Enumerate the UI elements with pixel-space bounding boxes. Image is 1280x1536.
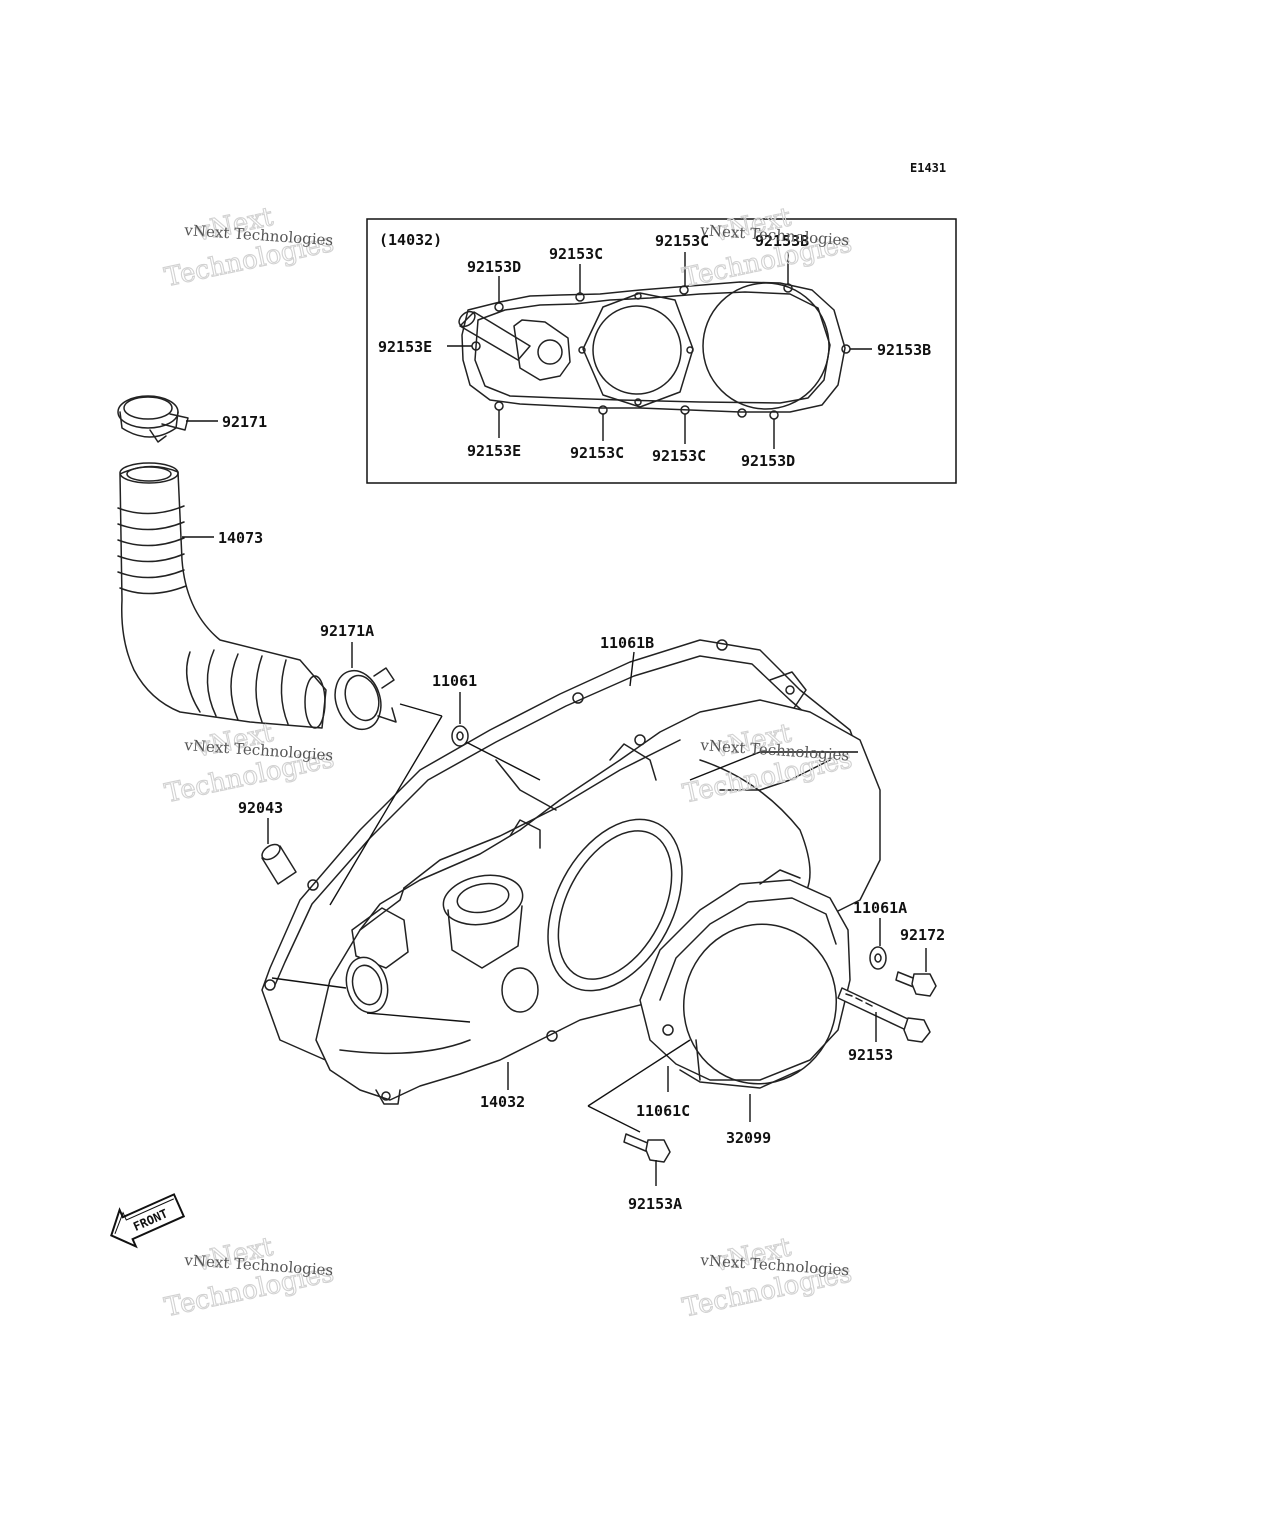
label-11061: 11061 (432, 672, 477, 690)
clamp-92171-drawing (117, 395, 189, 443)
label-11061c: 11061C (636, 1102, 690, 1120)
label-92043: 92043 (238, 799, 283, 817)
label-32099: 32099 (726, 1129, 771, 1147)
inset-label-92153b-top: 92153B (755, 232, 809, 250)
inset-label-92153c-bottom2: 92153C (652, 447, 706, 465)
label-92153: 92153 (848, 1046, 893, 1064)
inset-label-92153e-bottom: 92153E (467, 442, 521, 460)
collar-92043-drawing (261, 843, 297, 885)
bolt-92153a-drawing (623, 1133, 671, 1163)
inset-label-92153c-top1: 92153C (549, 245, 603, 263)
front-arrow-icon: FRONT (110, 1193, 186, 1249)
label-92171: 92171 (222, 413, 267, 431)
inset-label-92153e-left: 92153E (378, 338, 432, 356)
diagram-code: E1431 (910, 161, 946, 175)
washer-11061-drawing (451, 725, 469, 747)
cover-14032-drawing (261, 639, 881, 1105)
bolt-92153-drawing (837, 987, 931, 1043)
hose-14073-drawing (117, 462, 327, 729)
inset-label-92153c-top2: 92153C (655, 232, 709, 250)
inset-cover-drawing (458, 281, 851, 420)
label-92171a: 92171A (320, 622, 374, 640)
inset-label-92153d-bottom: 92153D (741, 452, 795, 470)
inset-label-92153b-right: 92153B (877, 341, 931, 359)
label-14073: 14073 (218, 529, 263, 547)
inset-label-92153d-top: 92153D (467, 258, 521, 276)
bolt-92172-drawing (895, 971, 937, 997)
label-11061a: 11061A (853, 899, 907, 917)
label-11061b: 11061B (600, 634, 654, 652)
cap-32099-drawing (639, 869, 851, 1089)
inset-box: (14032) (366, 218, 957, 484)
inset-title: (14032) (379, 231, 442, 249)
washer-11061a-drawing (869, 946, 887, 970)
label-92153a: 92153A (628, 1195, 682, 1213)
label-92172: 92172 (900, 926, 945, 944)
label-14032: 14032 (480, 1093, 525, 1111)
clamp-92171a-drawing (334, 667, 397, 731)
inset-label-92153c-bottom1: 92153C (570, 444, 624, 462)
